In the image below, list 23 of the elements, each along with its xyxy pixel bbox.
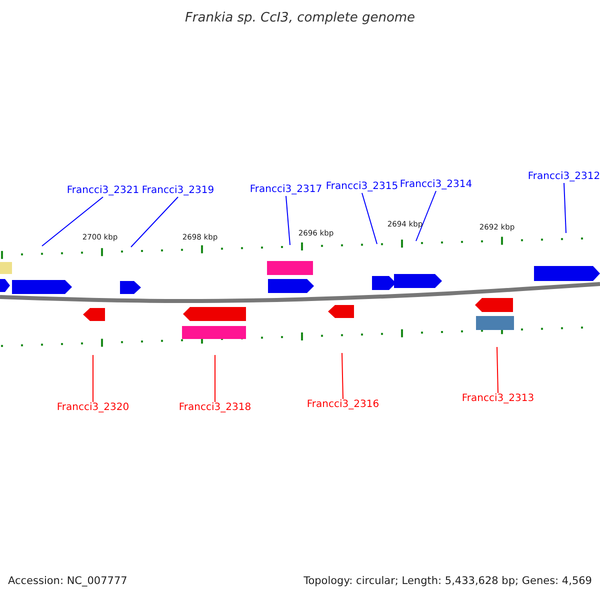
leader-line [342, 352, 344, 400]
gene-label: Francci3_2321 [66, 186, 140, 196]
gene-label: Francci3_2320 [56, 403, 130, 413]
gene-label: Francci3_2312 [528, 172, 600, 182]
leader-line [564, 182, 566, 234]
gene-label: Francci3_2313 [462, 394, 534, 404]
chart-title: Frankia sp. CcI3, complete genome [184, 12, 416, 24]
gene-label: Francci3_2318 [178, 403, 252, 413]
leader-line [286, 196, 290, 246]
leader-line [496, 346, 498, 394]
leader-line [416, 190, 436, 242]
gene-label: Francci3_2314 [400, 180, 472, 190]
gene-label: Francci3_2316 [306, 400, 380, 410]
gene-label: Francci3_2317 [250, 185, 322, 195]
leader-line [214, 354, 216, 402]
leader-line [362, 192, 378, 244]
footer-text: Accession: NC_007777 [8, 576, 128, 586]
leader-line [42, 196, 104, 246]
gene-label: Francci3_2315 [326, 182, 398, 192]
footer-text: Topology: circular; Length: 5,433,628 bp; Genes: 4,569 [304, 576, 592, 586]
gene-label: Francci3_2319 [142, 186, 214, 196]
leader-line [92, 354, 94, 402]
leader-line [130, 196, 178, 248]
